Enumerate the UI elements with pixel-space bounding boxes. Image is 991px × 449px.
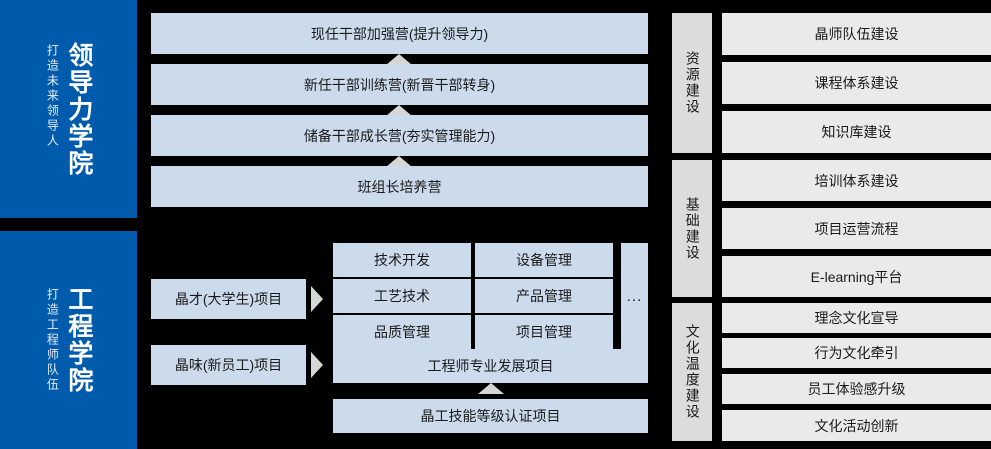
discipline-box[interactable]: 技术开发 xyxy=(333,243,471,277)
pillar-category-label: 资源建设 xyxy=(684,51,701,115)
academy-title: 工程学院 xyxy=(64,286,93,394)
pillar-category-culture[interactable]: 文化温度建设 xyxy=(672,303,712,441)
pillar-category-label: 文化温度建设 xyxy=(684,324,701,420)
academy-title: 领导力学院 xyxy=(64,41,93,177)
pillar-item-box[interactable]: 行为文化牵引 xyxy=(722,338,991,368)
pillar-item-box[interactable]: E-learning平台 xyxy=(722,256,991,297)
academy-subtitle: 打造未来领导人 xyxy=(45,43,60,149)
pillar-item-box[interactable]: 晶师队伍建设 xyxy=(722,13,991,55)
arrow-up-icon xyxy=(386,54,412,65)
discipline-more-box[interactable]: ... xyxy=(621,243,648,349)
pillar-item-box[interactable]: 项目运营流程 xyxy=(722,208,991,249)
arrow-right-icon xyxy=(311,352,323,378)
pillar-item-box[interactable]: 课程体系建设 xyxy=(722,62,991,104)
arrow-up-icon xyxy=(386,156,412,167)
discipline-box[interactable]: 设备管理 xyxy=(475,243,613,277)
discipline-box[interactable]: 产品管理 xyxy=(475,279,613,313)
arrow-up-icon xyxy=(386,105,412,116)
pillar-category-resource[interactable]: 资源建设 xyxy=(672,13,712,153)
leadership-track-box[interactable]: 现任干部加强营(提升领导力) xyxy=(151,13,648,54)
arrow-right-icon xyxy=(311,286,323,312)
leadership-track-box[interactable]: 储备干部成长营(夯实管理能力) xyxy=(151,115,648,156)
discipline-box[interactable]: 工艺技术 xyxy=(333,279,471,313)
leadership-track-box[interactable]: 班组长培养营 xyxy=(151,166,648,207)
academy-subtitle: 打造工程师队伍 xyxy=(45,288,60,393)
pillar-item-box[interactable]: 员工体验感升级 xyxy=(722,374,991,404)
pillar-category-label: 基础建设 xyxy=(684,196,701,261)
pillar-item-box[interactable]: 培训体系建设 xyxy=(722,160,991,201)
entry-program-box[interactable]: 晶味(新员工)项目 xyxy=(151,345,306,385)
academy-label-group: 工程学院 打造工程师队伍 xyxy=(45,286,93,394)
entry-program-box[interactable]: 晶才(大学生)项目 xyxy=(151,279,306,319)
pillar-item-box[interactable]: 文化活动创新 xyxy=(722,410,991,441)
academy-block-leadership[interactable]: 领导力学院 打造未来领导人 xyxy=(0,0,137,218)
academy-label-group: 领导力学院 打造未来领导人 xyxy=(45,41,93,177)
academy-block-engineering[interactable]: 工程学院 打造工程师队伍 xyxy=(0,231,137,449)
pillar-item-box[interactable]: 理念文化宣导 xyxy=(722,303,991,333)
discipline-box[interactable]: 品质管理 xyxy=(333,315,471,349)
certification-program-box[interactable]: 晶工技能等级认证项目 xyxy=(333,399,648,433)
pillar-item-box[interactable]: 知识库建设 xyxy=(722,111,991,153)
arrow-up-icon xyxy=(478,383,504,394)
discipline-box[interactable]: 项目管理 xyxy=(475,315,613,349)
pillar-category-foundation[interactable]: 基础建设 xyxy=(672,160,712,297)
engineer-program-box[interactable]: 工程师专业发展项目 xyxy=(333,349,648,383)
leadership-track-box[interactable]: 新任干部训练营(新晋干部转身) xyxy=(151,64,648,105)
